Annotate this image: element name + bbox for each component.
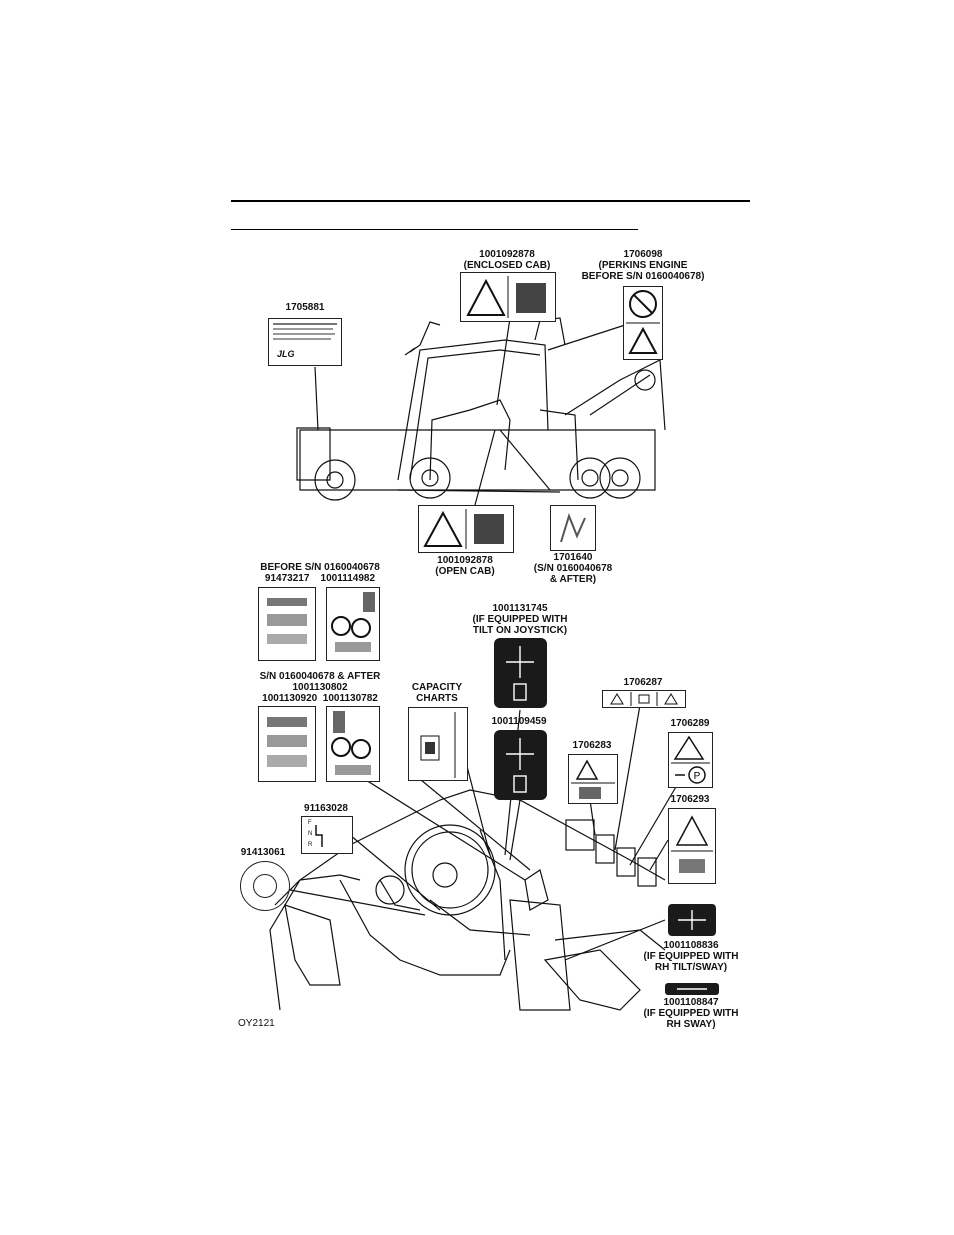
shift-n: N — [308, 831, 313, 837]
decal-91413061 — [240, 861, 290, 911]
decal-1001092878-enclosed — [460, 272, 556, 322]
decal-1706283 — [568, 754, 618, 804]
capacity-chart — [408, 707, 468, 781]
label-1706283: 1706283 — [572, 740, 612, 751]
decal-1001131745 — [494, 638, 547, 708]
label-1706098: 1706098 (PERKINS ENGINE BEFORE S/N 01600… — [581, 249, 705, 282]
decal-1706287 — [602, 690, 686, 708]
decal-1001108836 — [668, 904, 716, 936]
decal-1701640 — [550, 505, 596, 551]
decal-1001109459 — [494, 730, 547, 800]
label-capacity-charts: CAPACITY CHARTS — [411, 682, 463, 704]
decal-1705881: JLG — [268, 318, 342, 366]
label-1001092878-open: 1001092878 (OPEN CAB) — [435, 555, 495, 577]
label-1001108836: 1001108836 (IF EQUIPPED WITH RH TILT/SWA… — [643, 940, 739, 973]
decal-1001130802 — [258, 706, 316, 782]
label-1001131745: 1001131745 (IF EQUIPPED WITH TILT ON JOY… — [472, 603, 568, 636]
jlg-logo: JLG — [277, 349, 295, 359]
label-1706293: 1706293 — [670, 794, 710, 805]
decal-91473217 — [258, 587, 316, 661]
figure-id: OY2121 — [238, 1018, 275, 1029]
decal-1001114982 — [326, 587, 380, 661]
shift-f: F — [308, 820, 312, 826]
label-before-sn: BEFORE S/N 0160040678 91473217 100111498… — [260, 562, 380, 584]
label-1706287: 1706287 — [623, 677, 663, 688]
decal-91163028: F N R — [301, 816, 353, 854]
label-1706289: 1706289 — [670, 718, 710, 729]
shift-r: R — [308, 842, 313, 848]
label-1001109459: 1001109459 — [491, 716, 547, 727]
decal-1706293 — [668, 808, 716, 884]
decal-1706098 — [623, 286, 663, 360]
decal-1001130782 — [326, 706, 380, 782]
label-91163028: 91163028 — [304, 803, 348, 814]
decal-1706289: P — [668, 732, 713, 788]
header-rule-thin — [231, 229, 638, 230]
decal-1001108847 — [665, 983, 719, 995]
label-91413061: 91413061 — [240, 847, 286, 858]
label-1001092878-enclosed: 1001092878 (ENCLOSED CAB) — [463, 249, 551, 271]
svg-text:P: P — [694, 771, 701, 782]
label-1001108847: 1001108847 (IF EQUIPPED WITH RH SWAY) — [643, 997, 739, 1030]
label-1705881: 1705881 — [285, 302, 325, 313]
label-1701640: 1701640 (S/N 0160040678 & AFTER) — [533, 552, 613, 585]
label-after-sn: S/N 0160040678 & AFTER 1001130802 100113… — [259, 671, 381, 704]
decal-1001092878-open — [418, 505, 514, 553]
header-rule-thick — [231, 200, 750, 202]
